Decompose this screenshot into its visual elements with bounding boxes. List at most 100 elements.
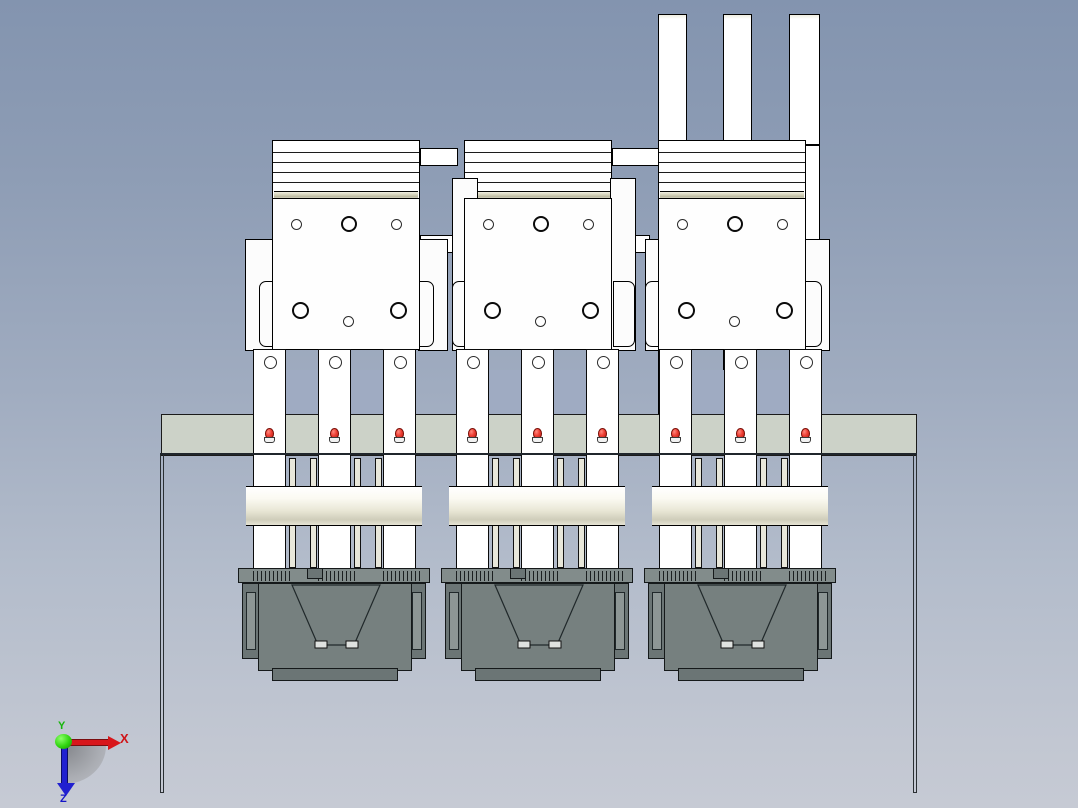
vertical-post-cap-shade bbox=[790, 15, 819, 19]
vertical-post bbox=[789, 14, 820, 145]
cylinder-shaft bbox=[246, 486, 422, 526]
plate-hole-small bbox=[483, 219, 494, 230]
frame-top-edge bbox=[160, 453, 917, 455]
status-indicator-red bbox=[597, 428, 608, 443]
guide-column bbox=[586, 349, 619, 578]
comb-clamp-strip bbox=[253, 571, 293, 581]
vertical-post-cap-shade bbox=[724, 15, 751, 19]
rail-groove bbox=[615, 592, 625, 650]
vacuum-gripper-head bbox=[461, 583, 615, 671]
column-bore bbox=[329, 356, 342, 369]
plate-hole-small bbox=[291, 219, 302, 230]
plate-hole-small bbox=[535, 316, 546, 327]
column-bore bbox=[670, 356, 683, 369]
status-indicator-red bbox=[394, 428, 405, 443]
orientation-triad[interactable]: X Y Z bbox=[44, 720, 130, 806]
gripper-cavity-outline bbox=[258, 583, 412, 671]
plate-hole-large bbox=[582, 302, 599, 319]
plate-hole-small bbox=[777, 219, 788, 230]
rail-groove bbox=[246, 592, 256, 650]
vertical-post bbox=[658, 14, 687, 145]
plate-hole-large bbox=[292, 302, 309, 319]
rail-groove bbox=[412, 592, 422, 650]
guide-column bbox=[318, 349, 351, 578]
plate-hole-small bbox=[343, 316, 354, 327]
plate-hole-small bbox=[391, 219, 402, 230]
axis-y-origin-ball bbox=[55, 734, 72, 749]
comb-clamp-strip bbox=[521, 571, 561, 581]
guide-column bbox=[659, 349, 692, 578]
gripper-base-plate bbox=[272, 668, 398, 681]
station-connector-bar bbox=[420, 148, 458, 166]
mounting-plate bbox=[658, 198, 806, 350]
comb-clamp-strip bbox=[659, 571, 699, 581]
comb-clamp-strip bbox=[456, 571, 496, 581]
column-bore bbox=[467, 356, 480, 369]
gripper-cavity-svg bbox=[697, 584, 787, 649]
rail-groove bbox=[818, 592, 828, 650]
finned-actuator-head bbox=[658, 140, 806, 200]
clamp-notch bbox=[307, 568, 323, 579]
guide-column bbox=[521, 349, 554, 578]
gripper-base-plate bbox=[678, 668, 804, 681]
cylinder-shaft bbox=[652, 486, 828, 526]
status-indicator-red bbox=[735, 428, 746, 443]
clamp-notch bbox=[713, 568, 729, 579]
gripper-cavity-outline bbox=[461, 583, 615, 671]
plate-hole-large bbox=[533, 216, 549, 232]
axis-y-label: Y bbox=[58, 720, 66, 732]
guide-column bbox=[383, 349, 416, 578]
mounting-plate bbox=[272, 198, 420, 350]
comb-clamp-strip bbox=[586, 571, 626, 581]
status-indicator-red bbox=[329, 428, 340, 443]
rail-groove bbox=[449, 592, 459, 650]
comb-clamp-strip bbox=[789, 571, 829, 581]
comb-clamp-strip bbox=[724, 571, 764, 581]
status-indicator-red bbox=[532, 428, 543, 443]
rail-groove bbox=[652, 592, 662, 650]
clamp-notch bbox=[510, 568, 526, 579]
comb-clamp-strip bbox=[383, 571, 423, 581]
plate-hole-small bbox=[677, 219, 688, 230]
rounded-ear-right bbox=[613, 281, 635, 347]
axis-x-label: X bbox=[120, 731, 129, 746]
guide-column bbox=[724, 349, 757, 578]
gripper-base-plate bbox=[475, 668, 601, 681]
triad-quadrant-shade bbox=[64, 746, 106, 784]
mounting-plate bbox=[464, 198, 612, 350]
status-indicator-red bbox=[467, 428, 478, 443]
axis-z-label: Z bbox=[60, 793, 67, 805]
column-bore bbox=[735, 356, 748, 369]
station-connector-bar bbox=[612, 148, 662, 166]
plate-hole-large bbox=[390, 302, 407, 319]
frame-leg-right bbox=[913, 453, 917, 793]
column-bore bbox=[800, 356, 813, 369]
status-indicator-red bbox=[264, 428, 275, 443]
plate-hole-large bbox=[484, 302, 501, 319]
column-bore bbox=[532, 356, 545, 369]
column-bore bbox=[597, 356, 610, 369]
guide-column bbox=[253, 349, 286, 578]
guide-column bbox=[789, 349, 822, 578]
gripper-cavity-outline bbox=[664, 583, 818, 671]
vertical-post bbox=[723, 14, 752, 145]
guide-column bbox=[456, 349, 489, 578]
frame-leg-left bbox=[160, 453, 164, 793]
finned-actuator-head bbox=[464, 140, 612, 200]
status-indicator-red bbox=[800, 428, 811, 443]
column-bore bbox=[264, 356, 277, 369]
plate-hole-large bbox=[341, 216, 357, 232]
plate-hole-small bbox=[583, 219, 594, 230]
plate-hole-large bbox=[678, 302, 695, 319]
vertical-post-cap-shade bbox=[659, 15, 686, 19]
column-bore bbox=[394, 356, 407, 369]
cylinder-shaft bbox=[449, 486, 625, 526]
plate-hole-large bbox=[776, 302, 793, 319]
plate-hole-large bbox=[727, 216, 743, 232]
gripper-cavity-svg bbox=[494, 584, 584, 649]
gripper-cavity-svg bbox=[291, 584, 381, 649]
finned-actuator-head bbox=[272, 140, 420, 200]
plate-hole-small bbox=[729, 316, 740, 327]
comb-clamp-strip bbox=[318, 571, 358, 581]
